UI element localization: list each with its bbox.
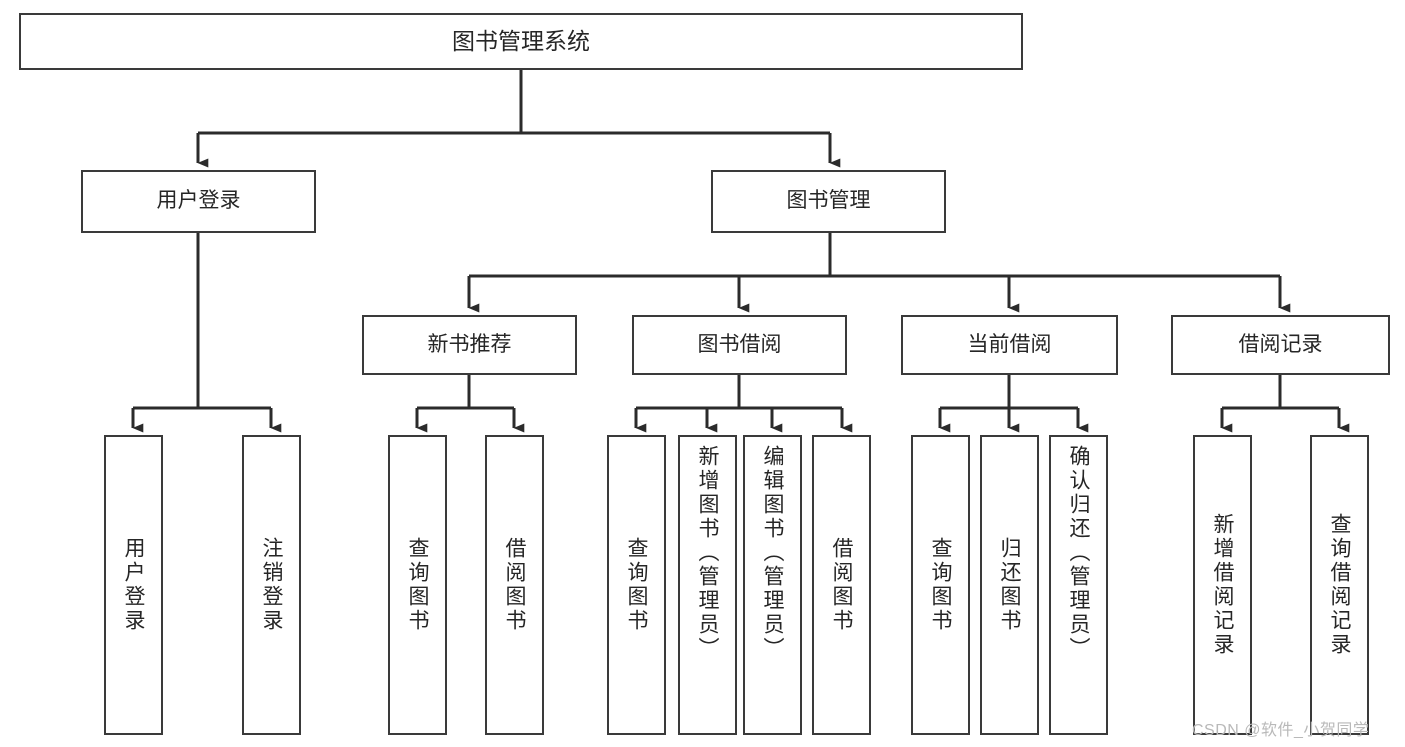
- csdn-watermark: CSDN @软件_小贺同学: [1192, 722, 1370, 739]
- node-leaf-borrow-book-1[interactable]: 借阅图书: [485, 435, 544, 735]
- node-leaf-query-book-3[interactable]: 查询图书: [911, 435, 970, 735]
- node-leaf-query-book-1[interactable]: 查询图书: [388, 435, 447, 735]
- node-leaf-query-book-2[interactable]: 查询图书: [607, 435, 666, 735]
- node-leaf-query-record[interactable]: 查询借阅记录: [1310, 435, 1369, 735]
- node-leaf-query-book-2-label: 查询图书: [625, 537, 648, 633]
- node-leaf-query-book-1-label: 查询图书: [406, 537, 429, 633]
- node-leaf-confirm-return-label: 确认归还（管理员）: [1067, 445, 1090, 661]
- node-leaf-user-login-label: 用户登录: [122, 537, 145, 633]
- node-book-borrow-label: 图书借阅: [697, 332, 782, 356]
- node-leaf-logout-login-label: 注销登录: [260, 537, 283, 633]
- node-current-borrow-label: 当前借阅: [967, 332, 1052, 356]
- node-leaf-add-book-label: 新增图书（管理员）: [696, 445, 719, 661]
- node-book-manage[interactable]: 图书管理: [711, 170, 946, 233]
- node-root[interactable]: 图书管理系统: [19, 13, 1023, 70]
- node-leaf-borrow-book-1-label: 借阅图书: [503, 537, 526, 633]
- node-leaf-borrow-book-2[interactable]: 借阅图书: [812, 435, 871, 735]
- node-leaf-query-record-label: 查询借阅记录: [1328, 513, 1351, 657]
- node-leaf-add-record[interactable]: 新增借阅记录: [1193, 435, 1252, 735]
- node-borrow-record[interactable]: 借阅记录: [1171, 315, 1390, 375]
- node-new-book-recommend[interactable]: 新书推荐: [362, 315, 577, 375]
- node-user-login-label: 用户登录: [156, 189, 241, 213]
- node-borrow-record-label: 借阅记录: [1238, 332, 1323, 356]
- node-leaf-return-book[interactable]: 归还图书: [980, 435, 1039, 735]
- node-leaf-edit-book-label: 编辑图书（管理员）: [761, 445, 784, 661]
- node-root-label: 图书管理系统: [452, 27, 590, 54]
- node-leaf-user-login[interactable]: 用户登录: [104, 435, 163, 735]
- node-book-manage-label: 图书管理: [786, 189, 871, 213]
- node-leaf-logout-login[interactable]: 注销登录: [242, 435, 301, 735]
- node-book-borrow[interactable]: 图书借阅: [632, 315, 847, 375]
- node-leaf-add-book[interactable]: 新增图书（管理员）: [678, 435, 737, 735]
- node-leaf-query-book-3-label: 查询图书: [929, 537, 952, 633]
- node-current-borrow[interactable]: 当前借阅: [901, 315, 1118, 375]
- node-new-book-recommend-label: 新书推荐: [427, 332, 512, 356]
- node-leaf-borrow-book-2-label: 借阅图书: [830, 537, 853, 633]
- node-leaf-edit-book[interactable]: 编辑图书（管理员）: [743, 435, 802, 735]
- node-leaf-return-book-label: 归还图书: [998, 537, 1021, 633]
- node-user-login[interactable]: 用户登录: [81, 170, 316, 233]
- node-leaf-confirm-return[interactable]: 确认归还（管理员）: [1049, 435, 1108, 735]
- node-leaf-add-record-label: 新增借阅记录: [1211, 513, 1234, 657]
